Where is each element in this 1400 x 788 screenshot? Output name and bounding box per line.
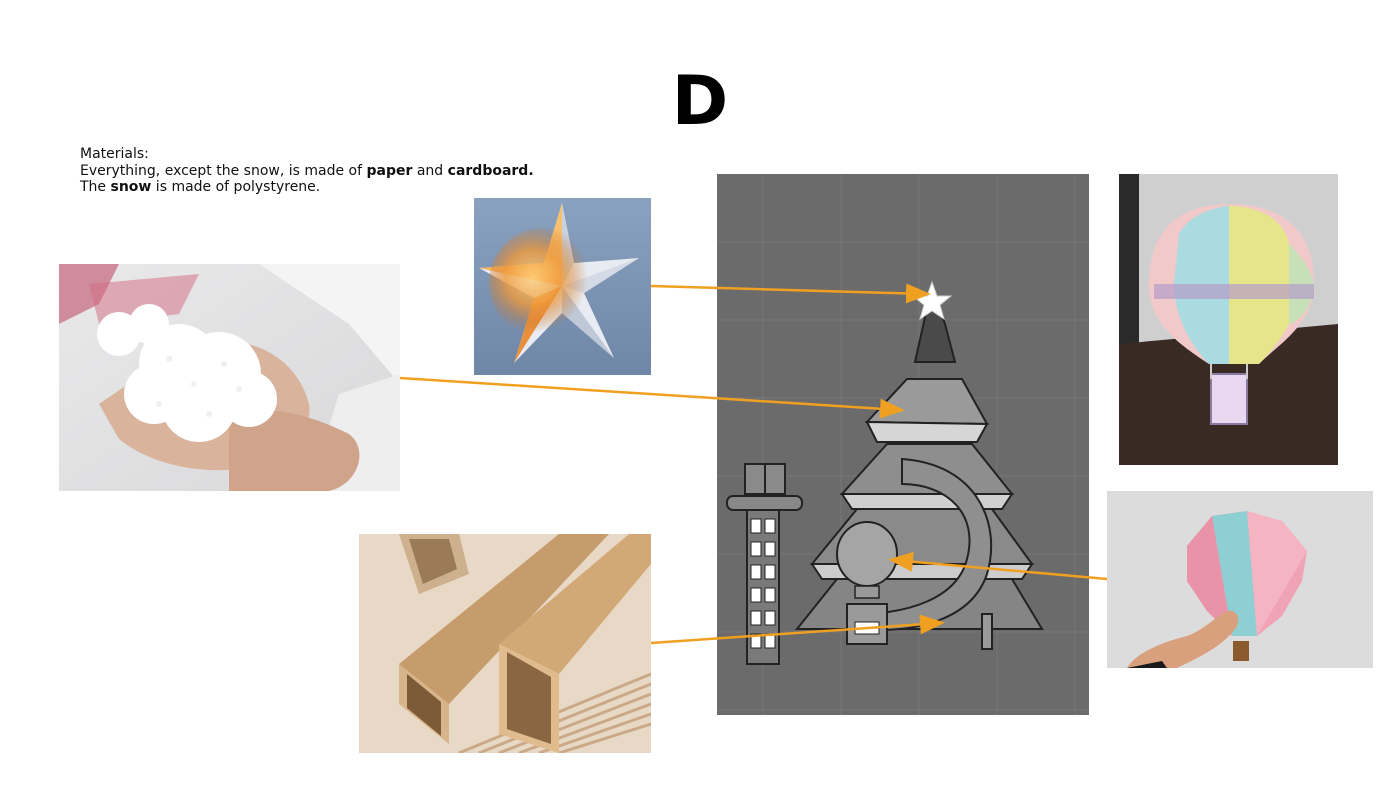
snow-photo (59, 264, 400, 491)
slide-letter: D (671, 62, 729, 141)
star-photo (474, 198, 651, 375)
model-render (717, 174, 1089, 715)
materials-line-1: Everything, except the snow, is made of … (80, 162, 534, 179)
balloon-photo-2 (1107, 491, 1373, 668)
materials-heading: Materials: (80, 146, 149, 162)
balloon-photo-1 (1119, 174, 1338, 465)
materials-text: Materials: Everything, except the snow, … (80, 146, 534, 196)
materials-line-2: The snow is made of polystyrene. (80, 179, 321, 195)
cardboard-photo (359, 534, 651, 753)
